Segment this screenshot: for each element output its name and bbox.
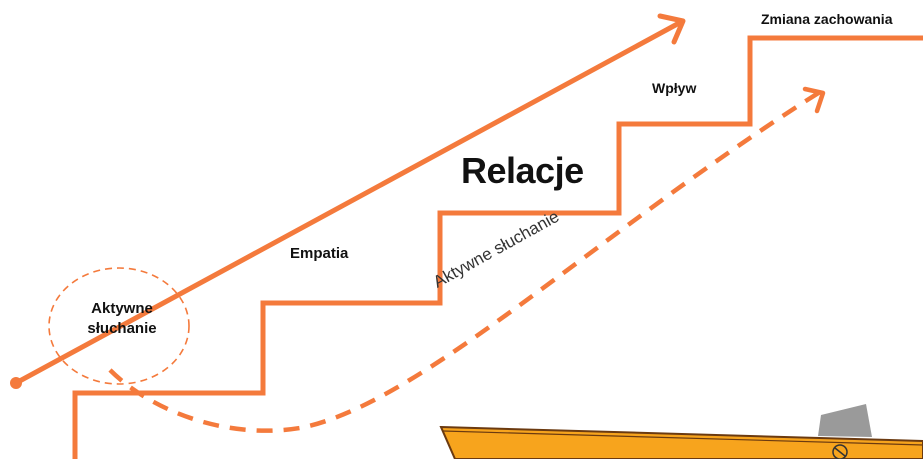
- circle-label-line1: Aktywne: [91, 300, 153, 317]
- staircase-line: [72, 35, 923, 459]
- circle-label-line2: słuchanie: [87, 320, 157, 337]
- step-label-empatia: Empatia: [290, 245, 349, 262]
- step-label-wplyw: Wpływ: [652, 80, 697, 96]
- step-label-relacje: Relacje: [461, 150, 584, 191]
- bolt-slash: [834, 447, 846, 457]
- dashed-arrow-head-icon: [802, 86, 826, 114]
- growth-arrow-line: [13, 19, 684, 386]
- highlight-circle: [48, 267, 190, 385]
- orange-box-edge: [442, 430, 923, 446]
- dashed-curve-arrow: [108, 90, 822, 433]
- step-label-zmiana: Zmiana zachowania: [761, 11, 893, 27]
- gray-object: [818, 404, 872, 437]
- growth-arrow-head-icon: [657, 13, 686, 45]
- active-listening-circle-label: Aktywne słuchanie: [57, 299, 187, 339]
- start-dot-icon: [10, 377, 22, 389]
